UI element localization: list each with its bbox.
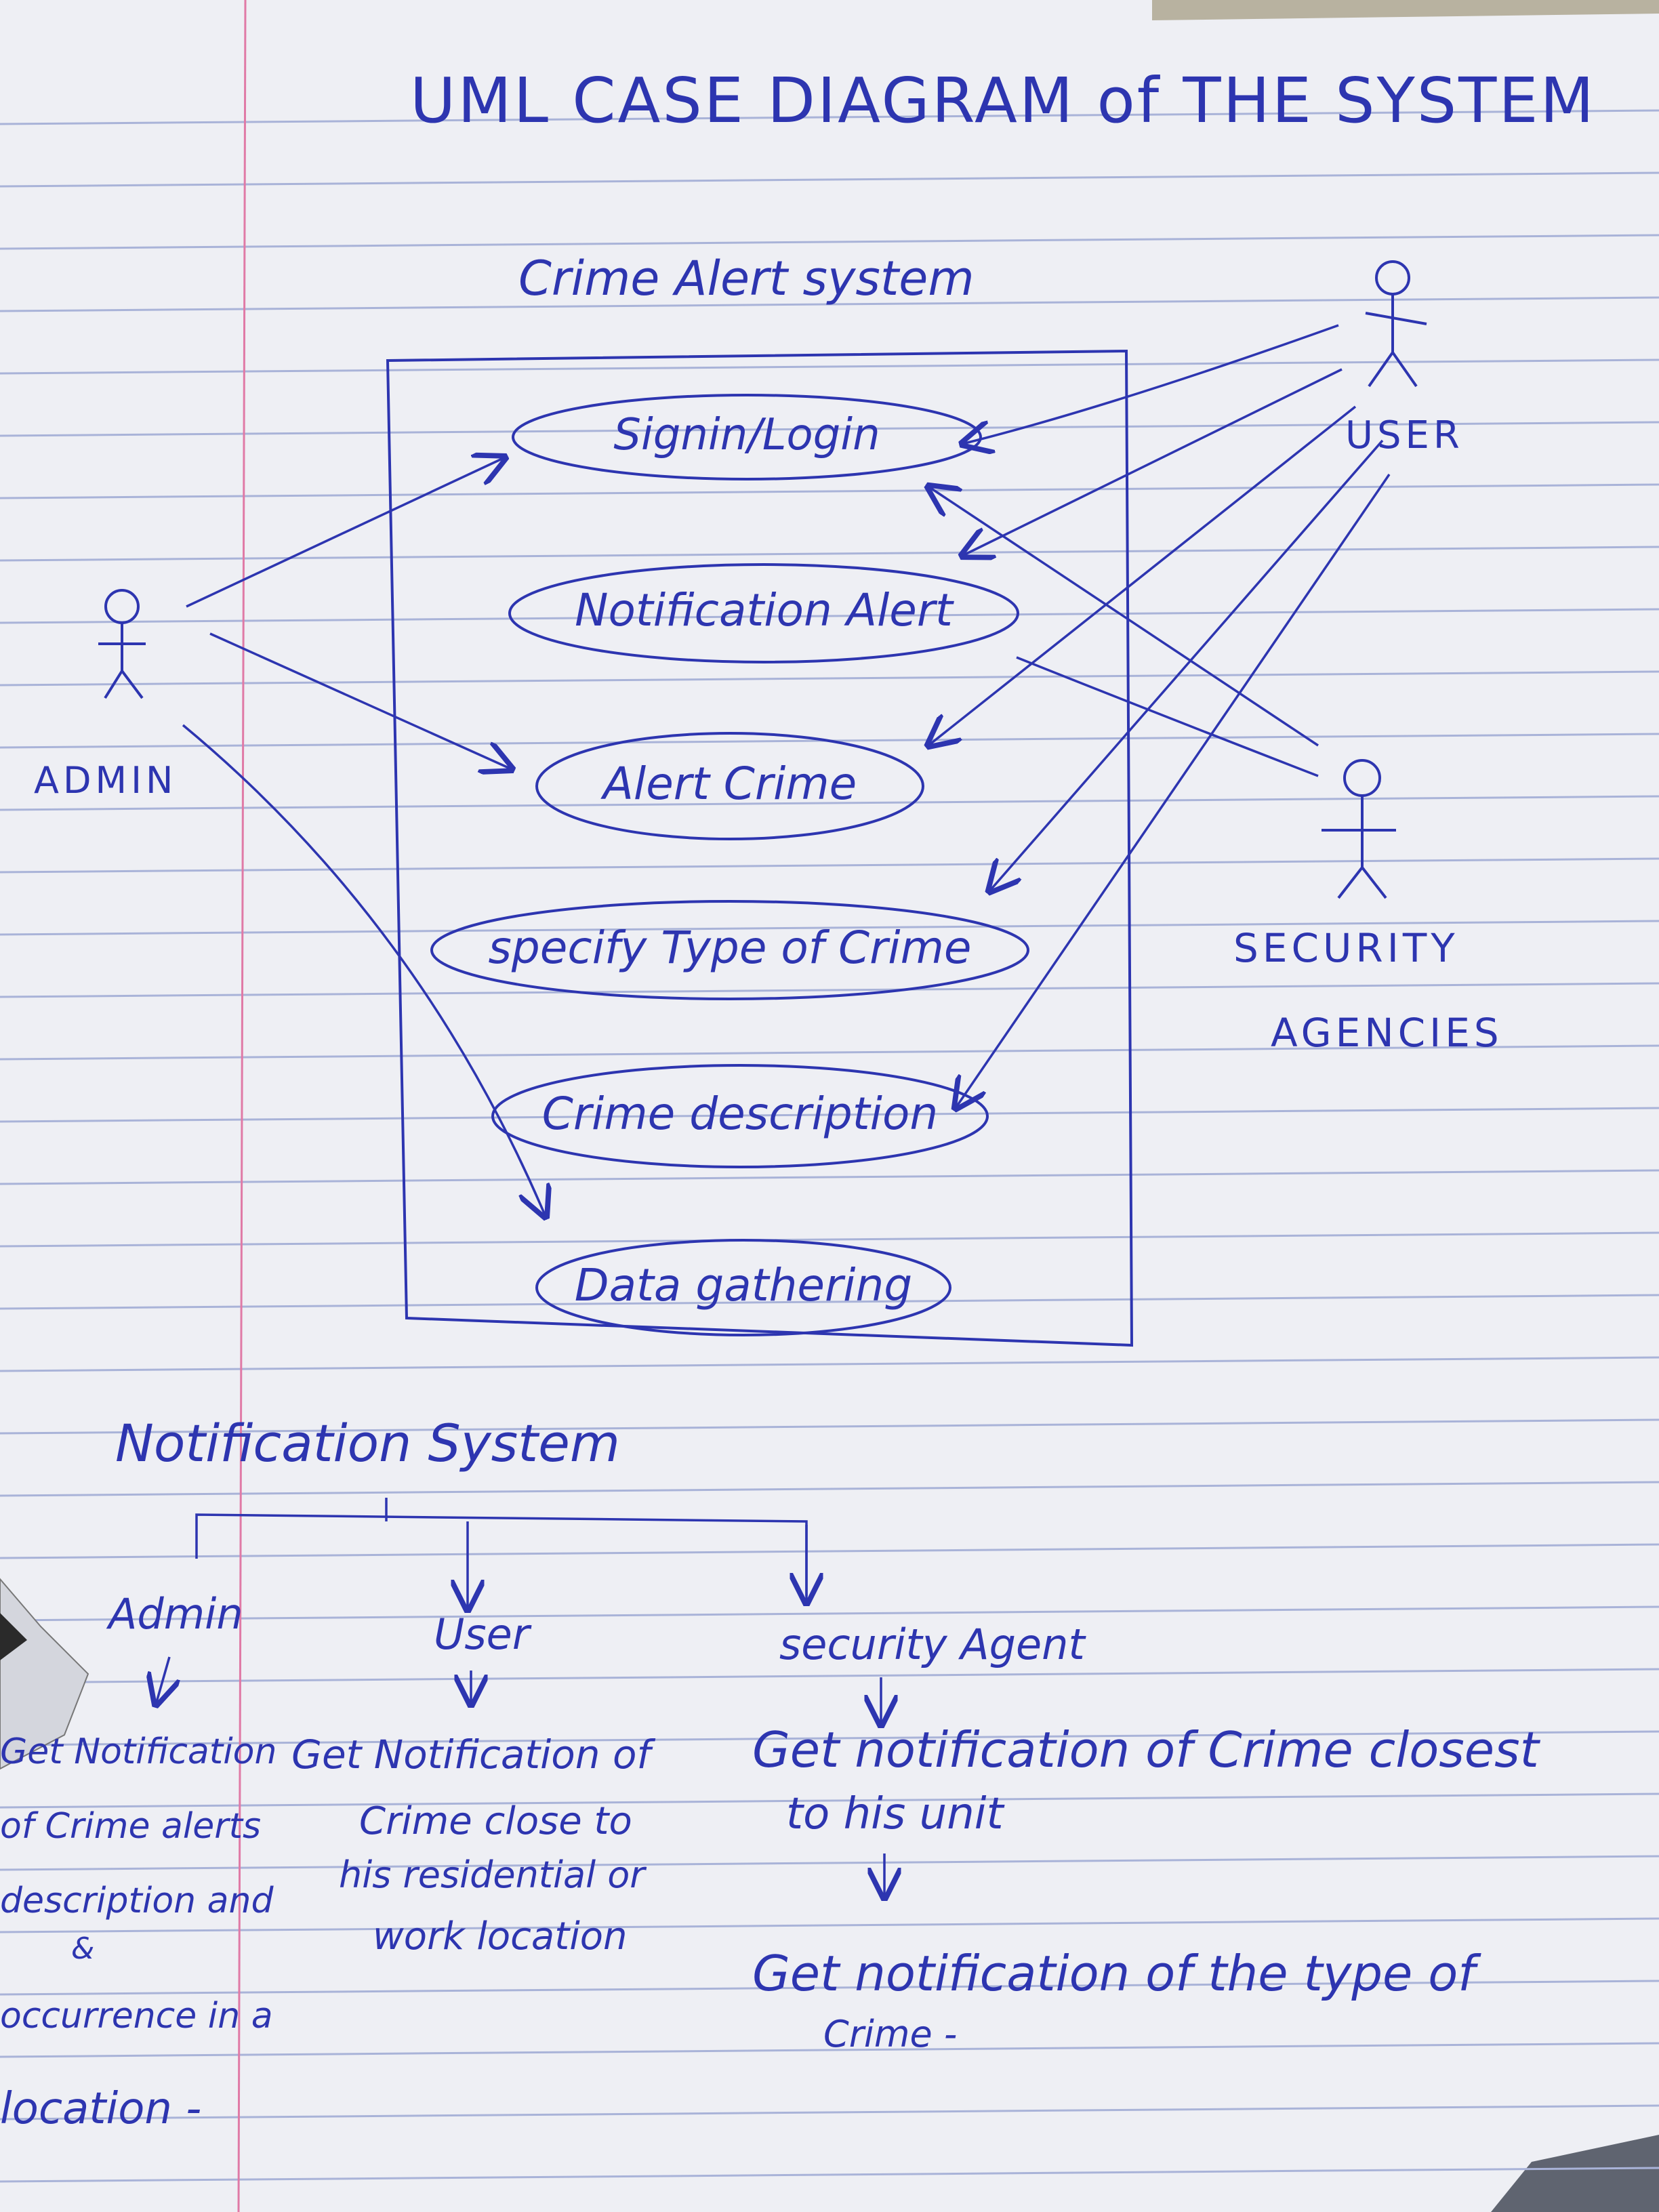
- admin-to-alert-crime-arrow: [209, 632, 512, 769]
- security-text2-line1: Get notification of the type of: [752, 1945, 1475, 2002]
- user-text-line3: his residential or: [339, 1853, 645, 1896]
- ruled-line: [0, 1356, 1659, 1372]
- ruled-line: [0, 234, 1659, 250]
- security-actor-label-line2: AGENCIES: [1271, 1010, 1503, 1056]
- usecase-notification-ellipse: [508, 563, 1019, 663]
- security-actor-icon: [1322, 759, 1396, 899]
- ruled-line: [0, 483, 1659, 499]
- ruled-line: [0, 857, 1659, 874]
- admin-to-data-gathering-arrow: [182, 724, 546, 1216]
- security-actor-label-line1: SECURITY: [1233, 925, 1459, 971]
- ruled-line: [0, 920, 1659, 936]
- ruled-line: [0, 296, 1659, 312]
- user-text-line4: work location: [373, 1914, 628, 1959]
- ruled-line: [0, 1543, 1659, 1559]
- admin-text-line1: Get Notification: [0, 1732, 277, 1772]
- user-to-crime-description-arrow: [956, 474, 1391, 1108]
- usecase-data-gathering-ellipse: [535, 1239, 951, 1336]
- ruled-line: [0, 1917, 1659, 1933]
- user-to-signin-arrow: [962, 324, 1339, 444]
- usecase-specify-type-ellipse: [430, 900, 1029, 1000]
- ruled-line: [0, 1481, 1659, 1497]
- branch-admin: Admin: [108, 1589, 243, 1639]
- ruled-line: [0, 1855, 1659, 1871]
- ruled-line: [0, 1793, 1659, 1809]
- ruled-line: [0, 2104, 1659, 2121]
- security-text-line1: Get notification of Crime closest: [752, 1721, 1539, 1778]
- security-to-signin-arrow: [928, 487, 1319, 747]
- admin-down-arrow: [156, 1656, 169, 1704]
- security-text2-line2: Crime -: [823, 2013, 958, 2055]
- ruled-line: [0, 421, 1659, 437]
- ruled-line: [0, 982, 1659, 998]
- ruled-line: [0, 1605, 1659, 1622]
- branch-security: security Agent: [779, 1620, 1085, 1669]
- ruled-line: [0, 359, 1659, 375]
- usecase-crime-description-ellipse: [491, 1064, 989, 1168]
- ruled-line: [0, 1980, 1659, 1996]
- admin-to-signin-arrow: [186, 457, 505, 608]
- user-text-line2: Crime close to: [359, 1799, 632, 1843]
- usecase-notification-label: Notification Alert: [575, 584, 953, 636]
- usecase-data-gathering-label: Data gathering: [574, 1259, 913, 1311]
- ruled-line: [0, 2167, 1659, 2183]
- user-to-specify-type-arrow: [989, 439, 1384, 891]
- usecase-specify-type-label: specify Type of Crime: [488, 922, 972, 974]
- ruled-line: [0, 795, 1659, 811]
- usecase-alert-crime-label: Alert Crime: [602, 758, 857, 810]
- user-text-line1: Get Notification of: [291, 1732, 651, 1778]
- admin-text-line4: &: [71, 1931, 95, 1966]
- admin-actor-label: ADMIN: [34, 759, 178, 802]
- usecase-signin-label: Signin/Login: [613, 410, 880, 460]
- ruled-line: [0, 1668, 1659, 1684]
- ruled-line: [0, 1044, 1659, 1061]
- system-name: Crime Alert system: [518, 251, 975, 306]
- user-actor-icon: [1365, 260, 1427, 388]
- ruled-line: [0, 670, 1659, 687]
- admin-actor-icon: [98, 589, 146, 699]
- ruled-line: [0, 1730, 1659, 1746]
- branch-user: User: [434, 1610, 530, 1659]
- admin-text-line2: of Crime alerts: [0, 1806, 262, 1847]
- ruled-line: [0, 2042, 1659, 2058]
- user-actor-label: USER: [1345, 413, 1464, 457]
- security-to-notification-arrow: [1016, 656, 1319, 777]
- admin-text-line3: description and: [0, 1881, 274, 1921]
- ruled-line: [0, 608, 1659, 624]
- usecase-alert-crime-ellipse: [535, 732, 924, 840]
- ruled-line: [0, 1169, 1659, 1185]
- ruled-line: [0, 546, 1659, 562]
- notification-heading: Notification System: [115, 1413, 620, 1473]
- ruled-line: [0, 171, 1659, 188]
- diagram-title: UML CASE DIAGRAM of THE SYSTEM: [410, 64, 1596, 137]
- usecase-crime-description-label: Crime description: [541, 1088, 939, 1140]
- admin-text-line6: location -: [0, 2084, 202, 2134]
- ruled-line: [0, 1231, 1659, 1248]
- security-text-line2: to his unit: [786, 1789, 1004, 1839]
- ruled-line: [0, 1418, 1659, 1435]
- ruled-line: [0, 1107, 1659, 1123]
- user-to-notification-arrow: [962, 368, 1343, 556]
- user-to-alert-crime-arrow: [928, 405, 1357, 745]
- ruled-line: [0, 1294, 1659, 1310]
- admin-text-line5: occurrence in a: [0, 1996, 273, 2036]
- ruled-line: [0, 109, 1659, 125]
- system-boundary: [386, 349, 1134, 1347]
